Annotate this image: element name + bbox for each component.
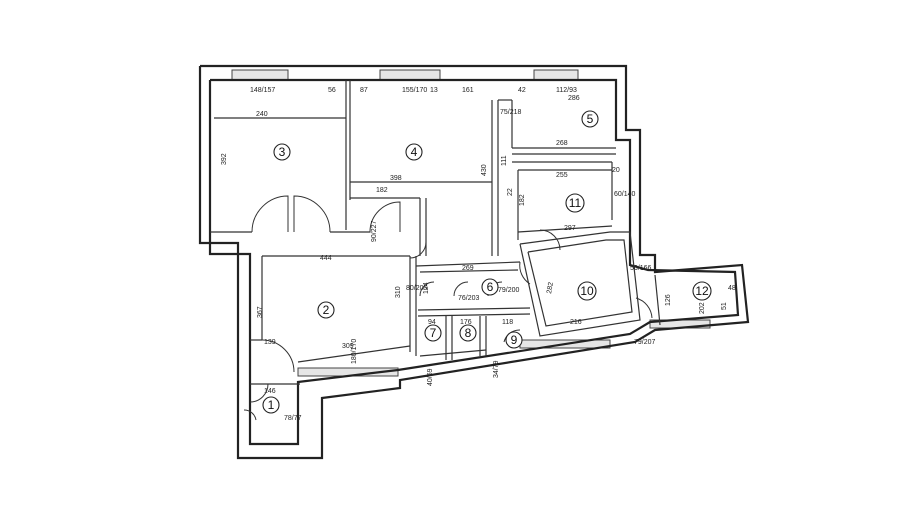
- dim-label: 367: [257, 306, 264, 318]
- dim-label: 75/218: [500, 109, 522, 116]
- room-10-marker: 10: [577, 281, 597, 301]
- dim-label: 268: [556, 140, 568, 147]
- dim-label: 310: [395, 286, 402, 298]
- room-1-label: 1: [268, 398, 275, 412]
- dim-label: 13: [430, 87, 438, 94]
- room-9-label: 9: [511, 333, 518, 347]
- dim-label: 180/170: [351, 339, 358, 364]
- door-swings: [243, 195, 653, 421]
- room-6-label: 6: [487, 280, 494, 294]
- dim-label: 78/77: [284, 415, 302, 422]
- dim-label: 56: [328, 87, 336, 94]
- room-1-marker: 1: [262, 396, 280, 414]
- room-2-label: 2: [323, 303, 330, 317]
- room-8-marker: 8: [459, 324, 477, 342]
- dim-label: 51: [721, 302, 728, 310]
- dim-label: 430: [481, 164, 488, 176]
- dim-label: 398: [390, 175, 402, 182]
- dim-label: 48: [728, 285, 736, 292]
- dim-label: 148/157: [250, 87, 275, 94]
- dim-label: 79/200: [498, 287, 520, 294]
- room-5-label: 5: [587, 112, 594, 126]
- dim-label: 126: [665, 294, 672, 306]
- room-3-marker: 3: [273, 143, 291, 161]
- room-7-label: 7: [430, 326, 437, 340]
- dim-label: 146: [264, 388, 276, 395]
- room-3-label: 3: [279, 145, 286, 159]
- dim-label: 444: [320, 255, 332, 262]
- room-12-marker: 12: [692, 281, 712, 301]
- room-4-label: 4: [411, 145, 418, 159]
- room-11-marker: 11: [565, 193, 585, 213]
- dim-label: 297: [564, 225, 576, 232]
- dim-label: 118: [502, 319, 513, 326]
- dim-label: 80/205: [406, 285, 428, 292]
- dim-label: 40/69: [427, 368, 434, 386]
- room-5-marker: 5: [581, 110, 599, 128]
- dim-label: 76/203: [458, 295, 480, 302]
- dim-label: 56/166: [630, 265, 652, 272]
- room-labels: 1 2 3 4 5 6 7 8 9 10 11 12: [262, 110, 712, 414]
- room-10-label: 10: [580, 284, 594, 298]
- dim-label: 161: [462, 87, 474, 94]
- room-9-marker: 9: [505, 331, 523, 349]
- dim-label: 216: [570, 319, 582, 326]
- dim-label: 112/93: [556, 87, 577, 94]
- dim-label: 202: [699, 302, 706, 314]
- dim-label: 240: [256, 111, 268, 118]
- dim-label: 60/140: [614, 191, 636, 198]
- dim-label: 282: [546, 282, 555, 295]
- dim-label: 176: [460, 319, 472, 326]
- dim-label: 34/79: [493, 360, 500, 378]
- dim-label: 124: [423, 282, 430, 294]
- dim-label: 255: [556, 172, 568, 179]
- outer-walls: [198, 64, 750, 460]
- dim-label: 87: [360, 87, 368, 94]
- dim-label: 94: [428, 319, 436, 326]
- dim-label: 22: [507, 188, 514, 196]
- dim-label: 20: [612, 167, 620, 174]
- room-7-marker: 7: [424, 324, 442, 342]
- dim-label: 79/207: [634, 339, 656, 346]
- dim-label: 90/227: [371, 220, 378, 242]
- dim-label: 182: [376, 187, 388, 194]
- room-8-label: 8: [465, 326, 472, 340]
- room-6-marker: 6: [481, 278, 499, 296]
- room-11-label: 11: [569, 196, 582, 210]
- room-12-label: 12: [695, 284, 709, 298]
- dim-label: 309: [342, 343, 354, 350]
- dim-label: 111: [501, 155, 508, 166]
- dim-label: 42: [518, 87, 526, 94]
- interior-walls: [210, 80, 661, 385]
- dim-label: 269: [462, 265, 474, 272]
- room-2-marker: 2: [317, 301, 335, 319]
- dim-label: 155/170: [402, 87, 427, 94]
- dim-label: 139: [264, 339, 276, 346]
- dim-label: 286: [568, 95, 580, 102]
- dim-label: 392: [221, 153, 228, 165]
- dim-label: 182: [519, 194, 526, 206]
- dimension-labels: 240 392 148/157 56 87 13 155/170 161 75/…: [221, 87, 736, 422]
- room-4-marker: 4: [405, 143, 423, 161]
